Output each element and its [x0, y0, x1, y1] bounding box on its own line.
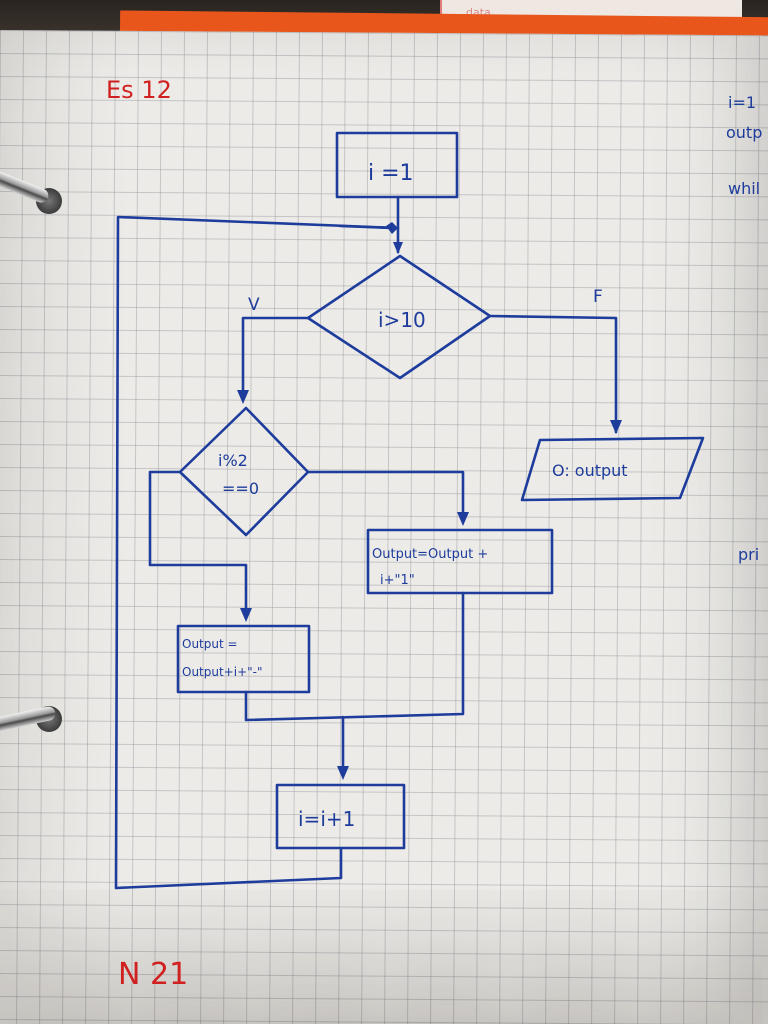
increment-box [275, 783, 406, 850]
false-label: F [593, 287, 603, 307]
output-parallelogram [520, 436, 705, 502]
arrowhead [237, 390, 249, 404]
arrowhead [610, 420, 622, 434]
condition-text: i>10 [378, 308, 426, 332]
even-text-line2: Output+i+"-" [182, 665, 263, 679]
arrowhead [457, 512, 469, 526]
exercise-label: Es 12 [106, 76, 172, 104]
loop-back-line [114, 215, 400, 890]
even-text-line1: Output = [182, 637, 238, 651]
parity-text-line1: i%2 [218, 451, 248, 470]
odd-assignment-box [366, 528, 554, 595]
condition-diamond [306, 254, 492, 380]
output-text: O: output [552, 461, 628, 480]
margin-note-2: outp [726, 123, 762, 142]
parity-text-line2: ==0 [222, 479, 259, 498]
arrowhead [386, 222, 398, 234]
margin-note-4: pri [738, 545, 759, 564]
odd-text-line2: i+"1" [380, 573, 415, 588]
true-label: V [248, 295, 260, 315]
margin-note-3: whil [728, 179, 760, 198]
margin-note-1: i=1 [728, 93, 756, 112]
odd-text-line1: Output=Output + [372, 547, 488, 562]
arrowhead [393, 242, 403, 254]
arrowhead [337, 766, 349, 780]
even-assignment-box [176, 624, 311, 694]
parity-diamond [178, 406, 310, 537]
arrowhead [240, 608, 252, 622]
init-text: i =1 [368, 161, 414, 186]
footer-label: N 21 [118, 957, 188, 992]
increment-text: i=i+1 [298, 807, 355, 831]
